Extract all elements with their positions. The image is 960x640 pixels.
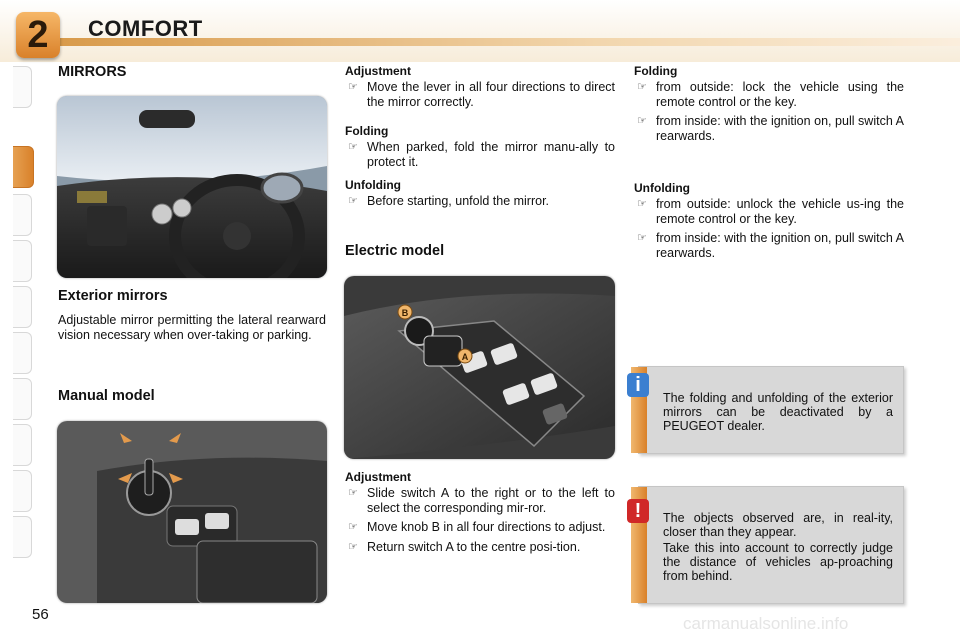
warning-note-text-2: Take this into account to correctly judg… <box>663 541 893 583</box>
list-item: ☞Before starting, unfold the mirror. <box>348 194 550 208</box>
list-item: ☞Move the lever in all four directions t… <box>348 80 615 109</box>
hand-pointer-icon: ☞ <box>348 521 358 533</box>
chapter-tab-8[interactable] <box>13 424 32 466</box>
chapter-tab-3[interactable] <box>13 194 32 236</box>
chapter-tab-5[interactable] <box>13 286 32 328</box>
page-title: COMFORT <box>88 16 203 41</box>
adjustment-electric-list: ☞Slide switch A to the right or to the l… <box>345 486 615 559</box>
hand-pointer-icon: ☞ <box>637 81 647 93</box>
list-item: ☞from outside: lock the vehicle using th… <box>637 80 904 109</box>
folding-list: ☞When parked, fold the mirror manu-ally … <box>345 140 615 174</box>
folding-heading: Folding <box>345 124 389 138</box>
adjustment-list: ☞Move the lever in all four directions t… <box>345 80 615 114</box>
hand-pointer-icon: ☞ <box>348 540 358 553</box>
label-b: B <box>402 308 409 318</box>
hand-pointer-icon: ☞ <box>348 81 358 93</box>
chapter-tab-10[interactable] <box>13 516 32 558</box>
exterior-mirrors-heading: Exterior mirrors <box>58 288 168 304</box>
warning-icon: ! <box>627 499 649 523</box>
hand-pointer-icon: ☞ <box>348 195 358 207</box>
folding-electric-heading: Folding <box>634 64 678 78</box>
list-item: ☞from inside: with the ignition on, pull… <box>637 114 904 143</box>
list-item: ☞from inside: with the ignition on, pull… <box>637 231 904 260</box>
chapter-badge: 2 <box>16 12 60 58</box>
chapter-number: 2 <box>27 14 49 56</box>
unfolding-heading: Unfolding <box>345 178 401 192</box>
folding-electric-list: ☞from outside: lock the vehicle using th… <box>634 80 904 148</box>
list-item: ☞Move knob B in all four directions to a… <box>348 520 606 534</box>
chapter-tab-6[interactable] <box>13 332 32 374</box>
info-icon: i <box>627 373 649 397</box>
watermark: carmanualsonline.info <box>683 614 849 633</box>
chapter-tab-2[interactable] <box>13 146 34 188</box>
warning-note-text-1: The objects observed are, in real-ity, c… <box>663 511 893 539</box>
list-item: ☞Return switch A to the centre posi-tion… <box>348 539 581 554</box>
chapter-tabs <box>13 66 34 576</box>
list-item: ☞When parked, fold the mirror manu-ally … <box>348 140 615 169</box>
chapter-tab-1[interactable] <box>13 66 32 108</box>
unfolding-list: ☞Before starting, unfold the mirror. <box>345 194 615 214</box>
hand-pointer-icon: ☞ <box>348 141 358 153</box>
header-bar <box>55 38 960 46</box>
label-a: A <box>462 352 469 362</box>
hand-pointer-icon: ☞ <box>637 115 647 127</box>
electric-model-heading: Electric model <box>345 243 445 259</box>
unfolding-electric-list: ☞from outside: unlock the vehicle us-ing… <box>634 197 904 265</box>
list-item: ☞from outside: unlock the vehicle us-ing… <box>637 197 904 226</box>
info-note-text: The folding and unfolding of the exterio… <box>663 391 893 433</box>
hand-pointer-icon: ☞ <box>637 232 647 244</box>
page-header: 2 COMFORT <box>0 0 960 62</box>
warning-note: ! The objects observed are, in real-ity,… <box>627 486 904 604</box>
chapter-tab-7[interactable] <box>13 378 32 420</box>
page-number: 56 <box>32 606 49 623</box>
manual-mirror-control-photo <box>57 421 327 603</box>
adjustment-heading: Adjustment <box>345 64 411 78</box>
chapter-tab-9[interactable] <box>13 470 32 512</box>
electric-mirror-control-photo: B A <box>344 276 615 459</box>
hand-pointer-icon: ☞ <box>637 198 647 210</box>
adjustment-electric-heading: Adjustment <box>345 470 411 484</box>
section-title-mirrors: MIRRORS <box>58 64 127 80</box>
info-note: i The folding and unfolding of the exter… <box>627 366 904 454</box>
chapter-tab-4[interactable] <box>13 240 32 282</box>
list-item: ☞Slide switch A to the right or to the l… <box>348 486 615 515</box>
unfolding-electric-heading: Unfolding <box>634 181 690 195</box>
manual-model-heading: Manual model <box>58 388 155 404</box>
hand-pointer-icon: ☞ <box>348 487 358 499</box>
dashboard-photo <box>57 96 327 278</box>
exterior-mirrors-text: Adjustable mirror permitting the lateral… <box>58 313 326 342</box>
